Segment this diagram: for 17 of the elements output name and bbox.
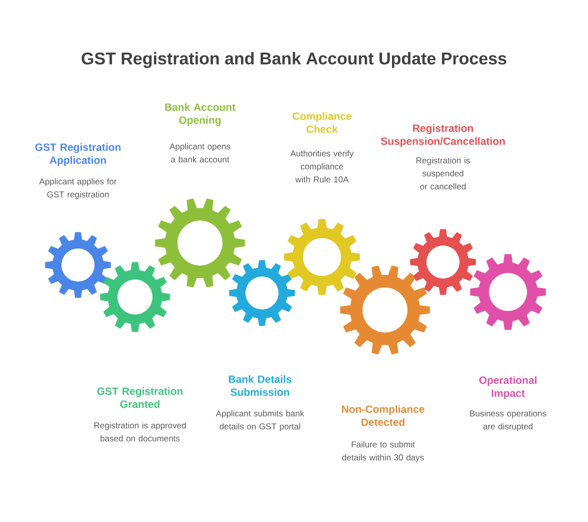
step-description: Registration is approved based on documents xyxy=(94,422,186,442)
title: GST Registration and Bank Account Update Process xyxy=(82,52,506,68)
step-heading: Bank Account Opening xyxy=(165,103,236,126)
step-description: Applicant applies for GST registration xyxy=(39,178,117,200)
step-description: Business operations are disrupted xyxy=(470,410,546,432)
step-description: Applicant opens a bank account xyxy=(170,143,230,162)
step-heading: Bank Details Submission xyxy=(228,375,292,396)
step-description: Failure to submit details within 30 days xyxy=(342,441,424,462)
step-description: Authorities verify compliance with Rule 10A xyxy=(290,150,354,182)
step-heading: Non-Compliance Detected xyxy=(342,405,424,426)
step-heading: Registration Suspension/Cancellation xyxy=(380,124,505,147)
step-heading: GST Registration Application xyxy=(35,143,121,166)
step-heading: Compliance Check xyxy=(292,112,352,133)
step-description: Applicant submits bank details on GST portal xyxy=(216,410,304,432)
step-heading: Operational Impact xyxy=(479,376,536,399)
step-heading: GST Registration Granted xyxy=(97,387,183,408)
step-description: Registration is suspended or cancelled xyxy=(416,157,470,190)
